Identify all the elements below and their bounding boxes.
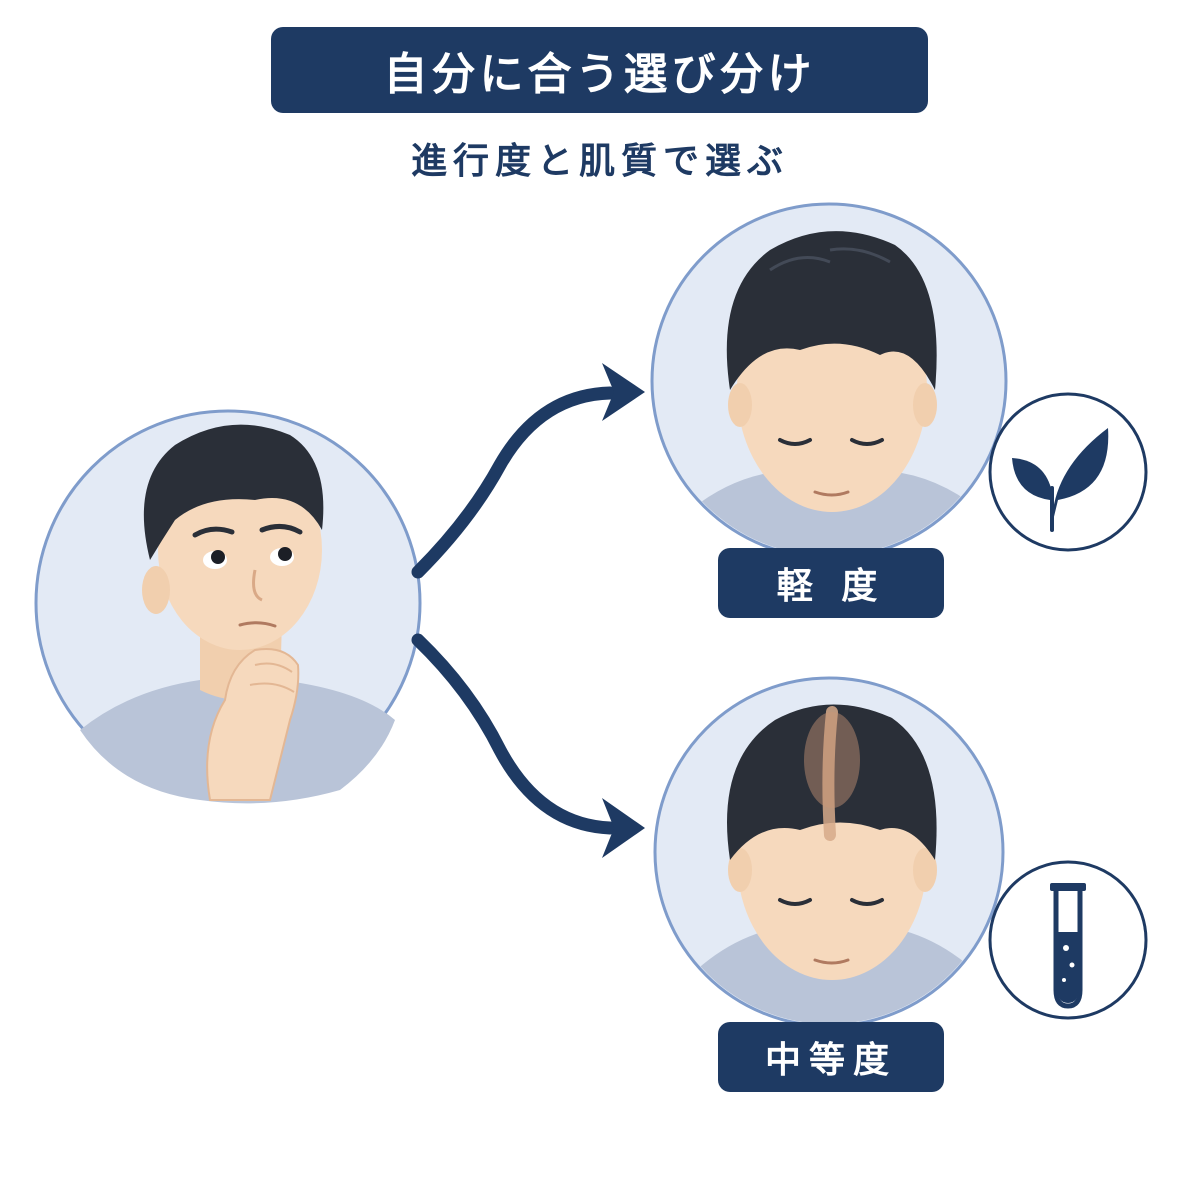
page-title: 自分に合う選び分け (383, 49, 816, 100)
test-tube-icon (988, 860, 1148, 1020)
stage-label-mild: 軽 度 (718, 548, 944, 618)
moderate-hair-portrait (653, 676, 1005, 1028)
leaf-icon (988, 392, 1148, 552)
thinking-man-portrait (34, 409, 422, 804)
arrow-to-mild (411, 363, 645, 579)
page-subtitle: 進行度と肌質で選ぶ (410, 141, 789, 182)
arrow-to-moderate (411, 633, 645, 858)
mild-hair-portrait (650, 202, 1008, 560)
stage-label-moderate: 中等度 (718, 1022, 944, 1092)
title-banner: 自分に合う選び分け (271, 27, 928, 113)
